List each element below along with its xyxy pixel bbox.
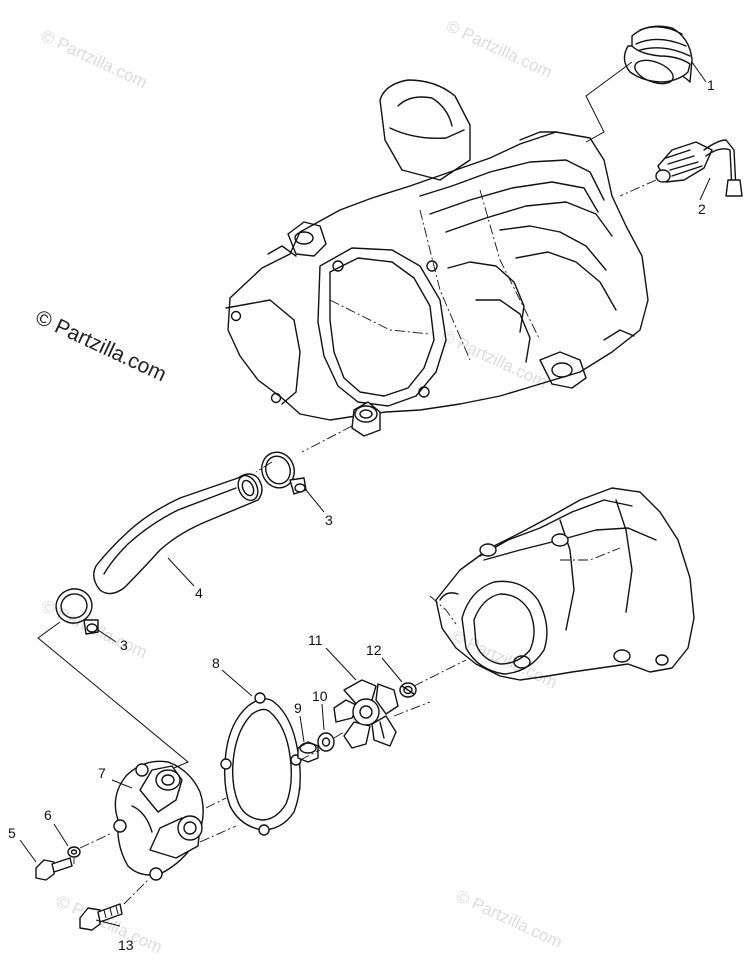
callout-7: 7: [98, 765, 106, 781]
watermark-faint: © Partzilla.com: [453, 886, 565, 952]
callout-11: 11: [308, 632, 323, 648]
part-3-hose-clamp-lower: [55, 588, 99, 635]
part-13-bolt: [79, 903, 123, 931]
part-2-temp-sensor: [655, 139, 743, 197]
part-11-impeller: [333, 679, 399, 749]
callout-12: 12: [366, 642, 382, 658]
callout-4: 4: [195, 585, 203, 601]
assembly-lines: [37, 61, 657, 905]
callout-5: 5: [8, 825, 16, 841]
callout-6: 6: [44, 807, 52, 823]
callout-2: 2: [698, 201, 706, 217]
part-12-seal: [399, 682, 417, 698]
part-6-washer: [67, 846, 81, 858]
part-8-gasket: [220, 692, 302, 836]
part-7-water-pump-cover: [113, 760, 204, 881]
watermark-faint: © Partzilla.com: [38, 26, 150, 92]
watermark-faint: © Partzilla.com: [438, 326, 550, 392]
watermark-main: © Partzilla.com: [32, 306, 170, 387]
part-1-cap: [623, 25, 693, 85]
cylinder-head: [225, 79, 649, 437]
callout-leaders: [19, 61, 711, 927]
crankcase: [429, 487, 695, 681]
part-4-hose: [93, 473, 263, 595]
callout-9: 9: [294, 700, 302, 716]
callout-13: 13: [118, 937, 134, 953]
callout-1: 1: [707, 77, 715, 93]
watermark-faint: © Partzilla.com: [443, 16, 555, 82]
watermark-faint: © Partzilla.com: [53, 891, 165, 957]
part-10-washer: [317, 732, 335, 752]
callout-8: 8: [212, 655, 220, 671]
part-9-nut: [297, 741, 319, 763]
callout-numbers: 1 2 3 4 3 8 9 10 11 12 7 6 5 13: [8, 77, 715, 953]
part-3-hose-clamp-upper: [261, 451, 307, 495]
callout-3-upper: 3: [325, 512, 333, 528]
callout-10: 10: [312, 688, 328, 704]
callout-3-lower: 3: [120, 637, 128, 653]
part-5-bolt: [35, 857, 73, 881]
